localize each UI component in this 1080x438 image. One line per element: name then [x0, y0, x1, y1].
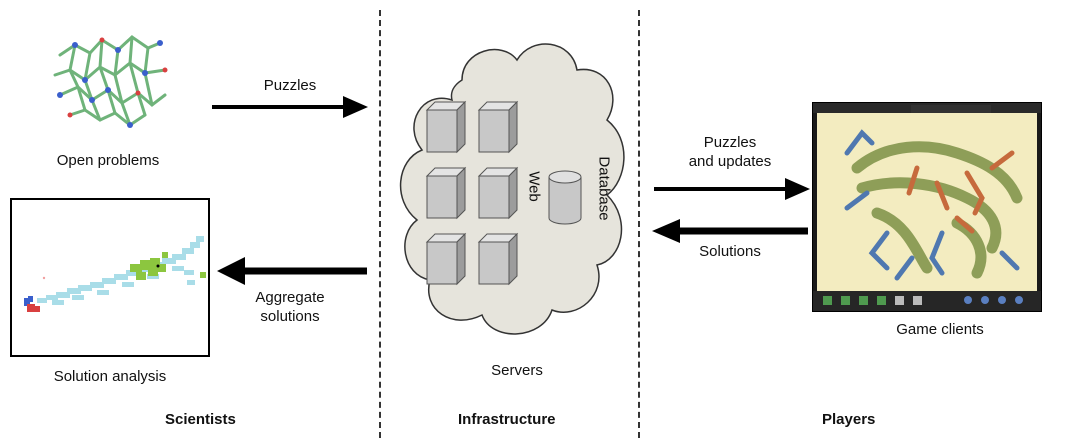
- arrow-puzzles-updates: [654, 178, 810, 200]
- toolbar-icons: [823, 296, 1023, 305]
- servers-label: Servers: [491, 362, 543, 379]
- puzzles-updates-line-2: and updates: [688, 153, 772, 170]
- aggregate-solutions-label: Aggregate solutions: [240, 288, 340, 326]
- game-clients-label: Game clients: [896, 321, 984, 338]
- game-client-toolbar: [813, 291, 1041, 311]
- game-client-window: [812, 102, 1042, 312]
- protein-render: [844, 129, 1023, 281]
- divider-left: [379, 10, 381, 438]
- section-scientists: Scientists: [165, 411, 236, 428]
- database-label: Database: [595, 156, 613, 221]
- solutions-label: Solutions: [699, 243, 761, 260]
- puzzles-updates-label: Puzzles and updates: [670, 133, 790, 171]
- solution-analysis-label: Solution analysis: [53, 368, 167, 385]
- scatter-cloud: [24, 236, 206, 312]
- solution-analysis-plot: [10, 198, 210, 357]
- aggregate-line-1: Aggregate: [255, 289, 325, 306]
- section-players: Players: [822, 411, 876, 428]
- web-label: Web: [525, 171, 543, 202]
- open-problems-label: Open problems: [56, 152, 160, 169]
- game-client-viewport: [817, 113, 1037, 291]
- arrow-aggregate-solutions: [217, 257, 367, 285]
- arrow-solutions: [652, 219, 808, 243]
- aggregate-line-2: solutions: [260, 308, 320, 325]
- section-infrastructure: Infrastructure: [458, 411, 556, 428]
- molecule-image: [53, 35, 168, 128]
- puzzles-updates-line-1: Puzzles: [703, 134, 757, 151]
- divider-right: [638, 10, 640, 438]
- puzzles-label: Puzzles: [263, 77, 317, 94]
- database-icon: [548, 170, 582, 225]
- arrow-puzzles: [212, 96, 368, 118]
